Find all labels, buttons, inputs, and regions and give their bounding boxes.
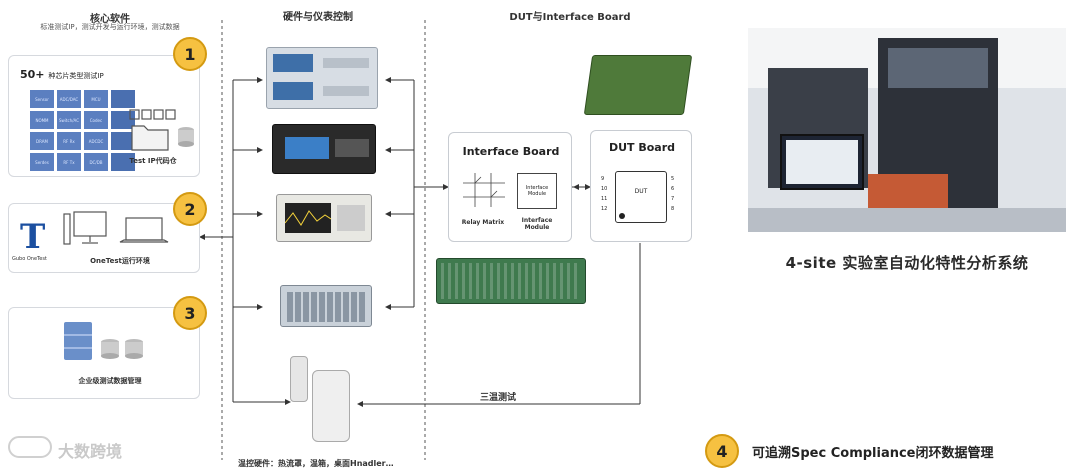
three-temperature-label: 三温测试: [480, 393, 517, 403]
ip-cell: NOMM: [30, 111, 54, 129]
data-management-panel: [8, 307, 200, 399]
dut-board-title: DUT Board: [608, 141, 676, 154]
thermal-stream-instrument: [290, 356, 352, 446]
temperature-hardware-label: 温控硬件：热流罩，温箱，桌面Hnadler…: [238, 459, 394, 468]
step-badge-1: 1: [173, 37, 207, 71]
traceability-label: 可追溯Spec Compliance闭环数据管理: [752, 446, 994, 461]
ip-cell: Switch/AC: [57, 111, 81, 129]
dut-board-photo: [583, 55, 693, 115]
software-column-title: 核心软件: [90, 14, 130, 25]
oscilloscope-instrument: [276, 194, 372, 242]
onetest-logo-icon: T: [20, 217, 46, 257]
ip-count-heading: 50+ 种芯片类型测试IP: [20, 68, 104, 81]
ip-cell: [111, 111, 135, 129]
pxi-chassis-instrument: [280, 285, 372, 327]
software-column-subtitle: 标准测试IP，测试开发与运行环境，测试数据: [40, 23, 180, 31]
step-badge-2: 2: [173, 192, 207, 226]
ip-cell: MCU: [84, 90, 108, 108]
ip-cell: RF Tx: [57, 153, 81, 171]
ip-cell: Codec: [84, 111, 108, 129]
multimeter-instrument: [272, 124, 376, 174]
runtime-label: OneTest运行环境: [90, 257, 150, 265]
interface-board-photo: [436, 258, 586, 304]
data-management-label: 企业级测试数据管理: [78, 377, 142, 385]
runtime-panel: [8, 203, 200, 273]
relay-matrix-icon: [463, 173, 505, 207]
ip-cell: [111, 153, 135, 171]
ip-cell: [111, 132, 135, 150]
database-icon: [64, 322, 143, 360]
dut-chip-icon: DUT: [615, 171, 667, 223]
watermark-logo-icon: [8, 436, 52, 458]
ip-cell: DC/DB: [84, 153, 108, 171]
interface-board-diagram: Interface Board Relay Matrix Interface M…: [448, 132, 572, 242]
ip-repository-icon: [129, 109, 194, 151]
interface-board-title: Interface Board: [462, 145, 560, 158]
dut-column-title: DUT与Interface Board: [509, 12, 631, 23]
logo-text: Gubo OneTest: [12, 256, 47, 262]
ip-cell: [111, 90, 135, 108]
dut-chip-label: DUT: [634, 188, 648, 195]
ip-cell: RF Rx: [57, 132, 81, 150]
ip-cell: ADCDC: [84, 132, 108, 150]
lab-system-photo: [748, 28, 1066, 232]
computer-icons: [63, 211, 169, 245]
watermark-text: 大数跨境: [58, 442, 123, 461]
interface-module-box: Interface Module: [517, 173, 557, 209]
hardware-column-title: 硬件与仪表控制: [283, 12, 353, 23]
ip-cell: ADC/DAC: [57, 90, 81, 108]
ip-cell: Sensor: [30, 90, 54, 108]
relay-matrix-label: Relay Matrix: [461, 219, 505, 226]
ip-cell: DRAM: [30, 132, 54, 150]
interface-module-label: Interface Module: [521, 217, 553, 231]
photo-caption: 4-site 实验室自动化特性分析系统: [785, 254, 1029, 272]
ip-cell: Serdes: [30, 153, 54, 171]
signal-generator-instrument: [266, 47, 378, 109]
step-badge-4: 4: [705, 434, 739, 468]
ip-category-grid: Sensor ADC/DAC MCU NOMM Switch/AC Codec …: [30, 90, 135, 171]
repo-label: Test IP代码仓: [129, 157, 177, 165]
step-badge-3: 3: [173, 296, 207, 330]
